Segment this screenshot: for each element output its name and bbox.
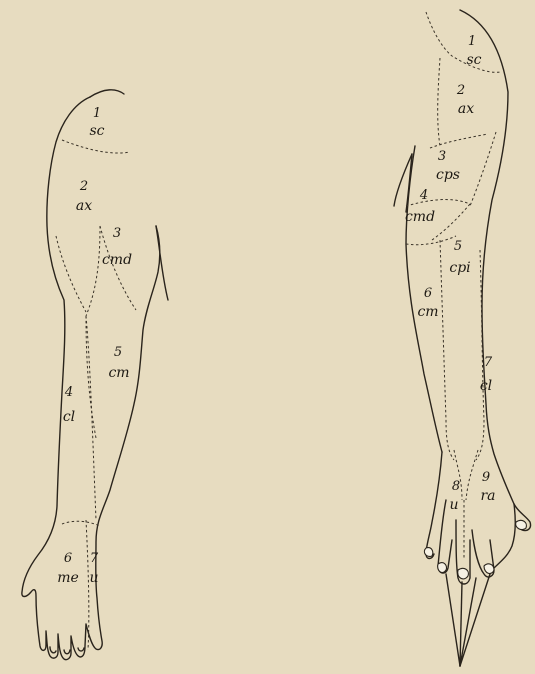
left-zone-3-number: 3 [113, 226, 121, 241]
right-zone-5-number: 5 [454, 239, 462, 254]
right-zone-8-number: 8 [452, 479, 460, 494]
right-zone-5-abbr: cpi [449, 260, 470, 276]
left-zone-2-abbr: ax [76, 198, 92, 214]
right-zone-3-abbr: cps [436, 167, 460, 183]
right-zone-1-number: 1 [468, 34, 476, 49]
left-zone-5-abbr: cm [108, 365, 129, 381]
left-zone-7-number: 7 [90, 551, 99, 566]
left-zone-3-abbr: cmd [102, 252, 132, 268]
right-zone-4-number: 4 [419, 188, 428, 203]
right-zone-2-abbr: ax [458, 101, 474, 117]
right-zone-3-number: 3 [438, 149, 446, 164]
right-zone-9-abbr: ra [480, 488, 495, 504]
left-zone-1-abbr: sc [89, 123, 104, 139]
left-zone-7-abbr: u [89, 570, 98, 586]
left-arm-labels: 1 sc 2 ax 3 cmd 4 cl 5 cm 6 me 7 u [57, 106, 132, 586]
right-zone-6-abbr: cm [417, 304, 438, 320]
left-zone-4-number: 4 [64, 385, 73, 400]
left-zone-4-abbr: cl [63, 409, 75, 425]
right-zone-6-number: 6 [424, 286, 432, 301]
right-arm: 1 sc 2 ax 3 cps 4 cmd 5 cpi 6 cm 7 cl 8 … [394, 10, 531, 666]
right-zone-9-number: 9 [482, 470, 490, 485]
left-zone-1-number: 1 [93, 106, 101, 121]
left-zone-6-abbr: me [57, 570, 79, 586]
right-zone-4-abbr: cmd [405, 209, 435, 225]
right-arm-labels: 1 sc 2 ax 3 cps 4 cmd 5 cpi 6 cm 7 cl 8 … [405, 34, 496, 513]
right-zone-8-abbr: u [449, 497, 458, 513]
left-zone-6-number: 6 [64, 551, 72, 566]
left-zone-5-number: 5 [114, 345, 122, 360]
right-zone-7-abbr: cl [480, 378, 492, 394]
right-zone-1-abbr: sc [466, 52, 481, 68]
right-zone-2-number: 2 [456, 83, 465, 98]
right-zone-7-number: 7 [484, 355, 493, 370]
left-zone-2-number: 2 [79, 179, 88, 194]
left-arm: 1 sc 2 ax 3 cmd 4 cl 5 cm 6 me 7 u [22, 90, 168, 660]
